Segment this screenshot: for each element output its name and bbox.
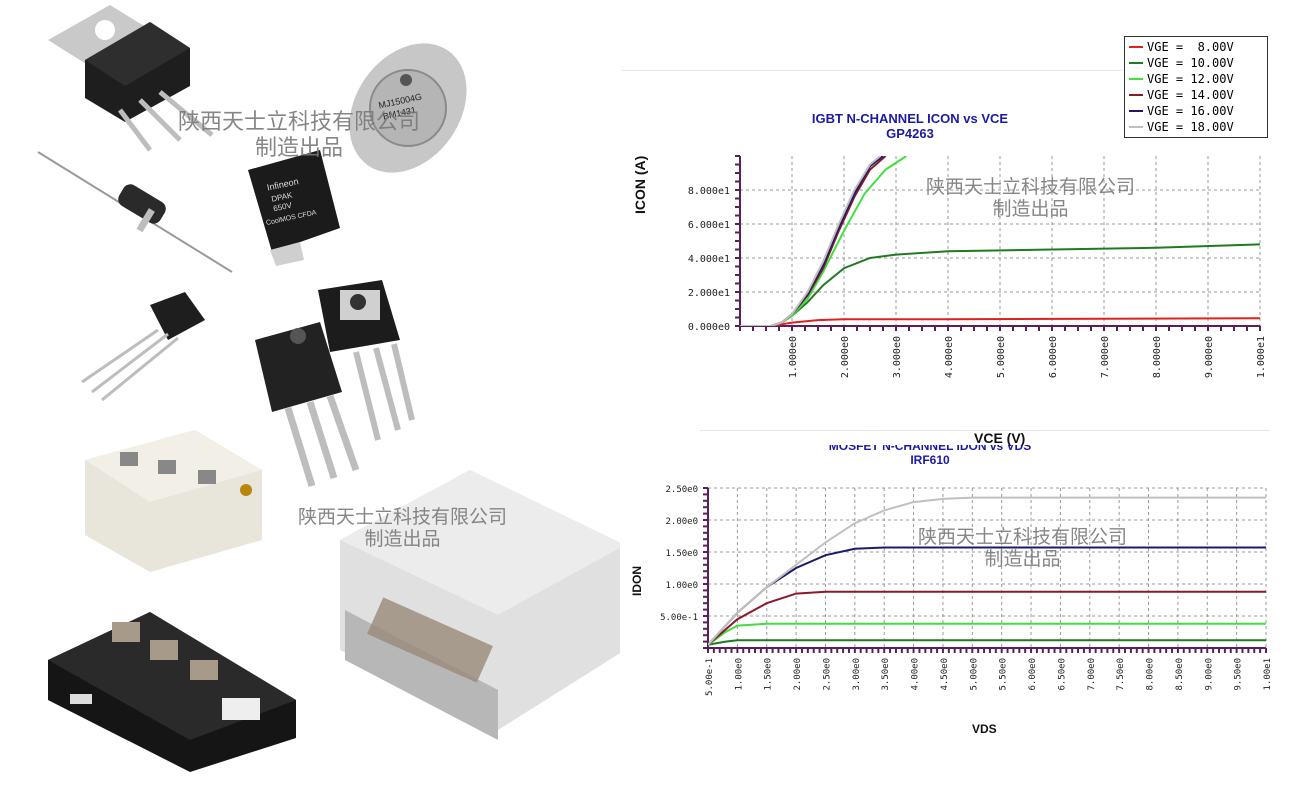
y-tick-label: 6.000e1 bbox=[688, 220, 730, 231]
x-tick-label: 7.000e0 bbox=[1100, 336, 1111, 378]
legend-swatch bbox=[1129, 94, 1143, 96]
x-tick-label: 8.50e0 bbox=[1175, 658, 1185, 691]
x-tick-label: 3.000e0 bbox=[892, 336, 903, 378]
x-tick-label: 2.00e0 bbox=[793, 658, 803, 691]
legend-entry: VGE = 18.00V bbox=[1129, 119, 1263, 135]
mosfet-chart-title: MOSFET N-CHANNEL IDON vs VDS IRF610 bbox=[828, 445, 1032, 467]
mosfet-y-axis-label: IDON bbox=[630, 566, 644, 596]
x-tick-label: 2.50e0 bbox=[822, 658, 832, 691]
watermark-top-left: 陕西天士立科技有限公司制造出品 bbox=[178, 110, 421, 161]
y-tick-label: 2.00e0 bbox=[665, 517, 698, 527]
y-tick-label: 2.50e0 bbox=[665, 485, 698, 495]
watermark-bottom-left: 陕西天士立科技有限公司制造出品 bbox=[298, 506, 508, 550]
watermark-igbt-chart: 陕西天士立科技有限公司制造出品 bbox=[926, 176, 1136, 220]
x-tick-label: 1.00e0 bbox=[734, 658, 744, 691]
x-tick-label: 4.00e0 bbox=[911, 658, 921, 691]
series-line-5 bbox=[740, 156, 882, 326]
igbt-module-small-photo bbox=[85, 430, 262, 572]
divider-middle bbox=[700, 430, 1270, 431]
component-photo-collage: MJ15004G BM1431 Infineon DPAK 650V CoolM… bbox=[37, 5, 620, 772]
y-tick-label: 2.000e1 bbox=[688, 288, 730, 299]
series-line-1 bbox=[708, 622, 1266, 646]
x-tick-label: 7.00e0 bbox=[1087, 658, 1097, 691]
legend-swatch bbox=[1129, 78, 1143, 80]
legend-entry: VGE = 14.00V bbox=[1129, 87, 1263, 103]
x-tick-label: 7.50e0 bbox=[1116, 658, 1126, 691]
igbt-power-module-large-photo bbox=[340, 470, 620, 740]
series-line-2 bbox=[708, 590, 1266, 646]
legend-swatch bbox=[1129, 62, 1143, 64]
watermark-mosfet-chart: 陕西天士立科技有限公司制造出品 bbox=[918, 526, 1128, 570]
legend-swatch bbox=[1129, 46, 1143, 48]
y-tick-label: 1.50e0 bbox=[665, 549, 698, 559]
x-tick-label: 1.50e0 bbox=[764, 658, 774, 691]
y-tick-label: 0.000e0 bbox=[688, 322, 730, 333]
x-tick-label: 9.50e0 bbox=[1234, 658, 1244, 691]
x-tick-label: 8.000e0 bbox=[1152, 336, 1163, 378]
x-tick-label: 6.50e0 bbox=[1057, 658, 1067, 691]
x-tick-label: 3.50e0 bbox=[881, 658, 891, 691]
legend-entry: VGE = 12.00V bbox=[1129, 71, 1263, 87]
x-tick-label: 1.00e1 bbox=[1263, 658, 1270, 691]
x-tick-label: 6.000e0 bbox=[1048, 336, 1059, 378]
x-tick-label: 6.00e0 bbox=[1028, 658, 1038, 691]
x-tick-label: 5.00e-1 bbox=[705, 658, 715, 696]
igbt-x-axis-label: VCE (V) bbox=[974, 430, 1026, 446]
x-tick-label: 9.000e0 bbox=[1204, 336, 1215, 378]
axial-diode-photo bbox=[37, 151, 233, 273]
to247-transistor-photo bbox=[255, 280, 415, 488]
x-tick-label: 4.50e0 bbox=[940, 658, 950, 691]
x-tick-label: 1.000e0 bbox=[788, 336, 799, 378]
x-tick-label: 9.00e0 bbox=[1204, 658, 1214, 691]
x-tick-label: 4.000e0 bbox=[944, 336, 955, 378]
to92-transistor-photo bbox=[81, 292, 205, 402]
x-tick-label: 5.000e0 bbox=[996, 336, 1007, 378]
legend-entry: VGE = 16.00V bbox=[1129, 103, 1263, 119]
x-tick-label: 1.000e1 bbox=[1256, 336, 1267, 378]
dpak-mosfet-photo: Infineon DPAK 650V CoolMOS CFDA bbox=[248, 150, 340, 266]
igbt-y-axis-label: ICON (A) bbox=[632, 155, 648, 214]
legend-swatch bbox=[1129, 110, 1143, 112]
to220-transistor-photo bbox=[48, 5, 214, 152]
y-tick-label: 5.00e-1 bbox=[660, 613, 698, 623]
svg-text:650V: 650V bbox=[272, 201, 293, 214]
y-tick-label: 4.000e1 bbox=[688, 254, 730, 265]
legend-swatch bbox=[1129, 126, 1143, 128]
legend-entry: VGE = 10.00V bbox=[1129, 55, 1263, 71]
igbt-chart: 0.000e0 2.000e1 4.000e1 6.000e1 8.000e1 1.000… bbox=[688, 155, 1267, 378]
igbt-module-black-photo bbox=[48, 612, 296, 772]
x-tick-label: 3.00e0 bbox=[852, 658, 862, 691]
series-line-4 bbox=[708, 496, 1266, 646]
svg-text:DPAK: DPAK bbox=[271, 190, 294, 203]
x-tick-label: 8.00e0 bbox=[1146, 658, 1156, 691]
igbt-chart-legend: VGE = 8.00V VGE = 10.00V VGE = 12.00V VG… bbox=[1124, 36, 1268, 138]
to3-transistor-photo: MJ15004G BM1431 bbox=[349, 43, 467, 173]
mosfet-x-axis-label: VDS bbox=[972, 722, 997, 736]
y-tick-label: 8.000e1 bbox=[688, 186, 730, 197]
y-tick-label: 1.00e0 bbox=[665, 581, 698, 591]
series-line-4 bbox=[740, 156, 884, 326]
series-line-2 bbox=[740, 156, 907, 326]
series-line-0 bbox=[708, 639, 1266, 646]
legend-entry: VGE = 8.00V bbox=[1129, 39, 1263, 55]
x-tick-label: 5.00e0 bbox=[969, 658, 979, 691]
series-line-3 bbox=[740, 156, 887, 326]
x-tick-label: 5.50e0 bbox=[999, 658, 1009, 691]
mosfet-chart: 5.00e-1 1.00e0 1.50e0 2.00e0 2.50e0 5.00e-1 1.… bbox=[660, 485, 1270, 696]
igbt-chart-title: IGBT N-CHANNEL ICON vs VCE GP4263 bbox=[811, 111, 1009, 141]
divider-top bbox=[622, 70, 1122, 71]
x-tick-label: 2.000e0 bbox=[840, 336, 851, 378]
